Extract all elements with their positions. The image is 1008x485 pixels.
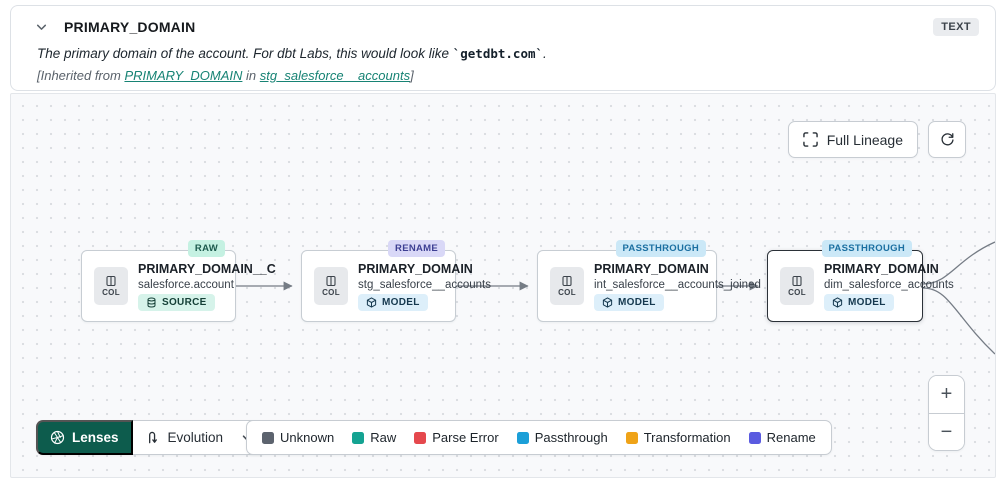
lenses-button[interactable]: Lenses [36,420,133,455]
legend-label: Transformation [643,430,731,445]
resource-type-chip: MODEL [824,293,894,311]
legend-item: Passthrough [516,430,608,445]
node-column-name: PRIMARY_DOMAIN [358,261,473,276]
inherited-suffix: ] [410,68,414,83]
legend-swatch [262,431,274,444]
selected-lens-label: Evolution [167,430,224,445]
node-body: COL PRIMARY_DOMAIN int_salesforce__accou… [538,251,761,321]
legend-label: Unknown [280,430,335,445]
node-model-name: salesforce.account [138,278,234,291]
node-body: COL PRIMARY_DOMAIN__C salesforce.account… [82,251,276,321]
legend-label: Parse Error [432,430,499,445]
inherited-prefix: [Inherited from [37,68,125,83]
node-model-name: stg_salesforce__accounts [358,278,491,291]
expand-icon [802,132,818,147]
legend-item: Parse Error [414,430,499,445]
lenses-label: Lenses [72,430,119,445]
col-chip-label: COL [102,288,120,297]
node-model-name: dim_salesforce_accounts [824,278,954,291]
column-type-badge: TEXT [933,18,979,36]
column-title: PRIMARY_DOMAIN [64,19,196,35]
zoom-controls: + − [928,375,965,451]
inherited-model-link[interactable]: stg_salesforce__accounts [259,68,411,83]
cube-icon [832,296,843,308]
evolution-route-icon [145,430,160,445]
lineage-node-source[interactable]: RAW COL PRIMARY_DOMAIN__C salesforce.acc… [81,240,276,322]
node-text: PRIMARY_DOMAIN stg_salesforce__accounts … [358,261,491,311]
inherited-column-link[interactable]: PRIMARY_DOMAIN [124,68,243,83]
evolution-status-badge: RENAME [388,240,445,257]
node-text: PRIMARY_DOMAIN int_salesforce__accounts_… [594,261,761,311]
inline-code: `getdbt.com` [452,46,544,61]
cube-icon [366,296,377,308]
node-body: COL PRIMARY_DOMAIN dim_salesforce_accoun… [768,251,954,321]
legend-label: Raw [370,430,397,445]
node-text: PRIMARY_DOMAIN__C salesforce.account SOU… [138,261,276,311]
evolution-status-badge: PASSTHROUGH [615,240,706,257]
legend-item: Raw [352,430,396,445]
legend-swatch [625,431,638,444]
column-details-card: PRIMARY_DOMAIN TEXT The primary domain o… [10,5,996,91]
node-column-name: PRIMARY_DOMAIN [594,261,709,276]
lens-dropdown[interactable]: Evolution [132,420,267,455]
legend-swatch [414,431,427,444]
lineage-node-intermediate[interactable]: PASSTHROUGH COL PRIMARY_DOMAIN int_sales… [537,240,761,322]
column-icon [106,275,116,287]
full-lineage-button[interactable]: Full Lineage [787,121,918,158]
legend-swatch [352,431,365,444]
legend-item: Transformation [625,430,731,445]
refresh-icon [939,131,956,148]
refresh-button[interactable] [928,121,966,158]
cube-icon [602,296,613,308]
evolution-status-badge: PASSTHROUGH [821,240,912,257]
resource-label: SOURCE [162,296,207,308]
node-column-name: PRIMARY_DOMAIN [824,261,939,276]
column-chip: COL [94,267,128,305]
resource-type-chip: MODEL [358,293,428,311]
resource-label: MODEL [618,296,656,308]
legend-swatch [516,431,529,444]
column-chip: COL [780,267,814,305]
description-period: . [543,46,547,61]
legend-label: Passthrough [534,430,608,445]
resource-label: MODEL [382,296,420,308]
lenses-bar: Lenses Evolution [36,420,267,455]
collapse-chevron-icon[interactable] [35,21,48,34]
col-chip-label: COL [322,288,340,297]
zoom-out-button[interactable]: − [929,413,964,450]
col-chip-label: COL [558,288,576,297]
legend-label: Rename [766,430,816,445]
resource-label: MODEL [848,296,886,308]
legend-item: Unknown [262,430,334,445]
full-lineage-label: Full Lineage [826,131,903,148]
lineage-canvas[interactable]: Full Lineage RAW COL PRIMARY_DOMAIN__C s… [10,93,996,478]
column-icon [792,275,802,287]
legend-swatch [748,431,761,444]
column-header-row: PRIMARY_DOMAIN TEXT [25,15,981,39]
column-description: The primary domain of the account. For d… [37,46,981,61]
zoom-in-button[interactable]: + [929,376,964,413]
inherited-note: [Inherited from PRIMARY_DOMAIN in stg_sa… [37,68,981,83]
database-icon [147,297,156,307]
lineage-node-staging[interactable]: RENAME COL PRIMARY_DOMAIN stg_salesforce… [301,240,491,322]
inherited-middle: in [242,68,260,83]
lens-aperture-icon [50,430,65,445]
resource-type-chip: MODEL [594,293,664,311]
description-text: The primary domain of the account. For d… [37,46,453,61]
evolution-status-badge: RAW [187,240,225,257]
lineage-node-dim-selected[interactable]: PASSTHROUGH COL PRIMARY_DOMAIN dim_sales… [767,240,954,322]
node-body: COL PRIMARY_DOMAIN stg_salesforce__accou… [302,251,491,321]
node-text: PRIMARY_DOMAIN dim_salesforce_accounts M… [824,261,954,311]
column-icon [562,275,572,287]
col-chip-label: COL [788,288,806,297]
column-chip: COL [314,267,348,305]
evolution-legend: Unknown Raw Parse Error Passthrough Tran… [246,420,832,455]
column-icon [326,275,336,287]
legend-item: Rename [748,430,816,445]
node-column-name: PRIMARY_DOMAIN__C [138,261,276,276]
column-chip: COL [550,267,584,305]
resource-type-chip: SOURCE [138,293,215,311]
node-model-name: int_salesforce__accounts_joined [594,278,761,291]
